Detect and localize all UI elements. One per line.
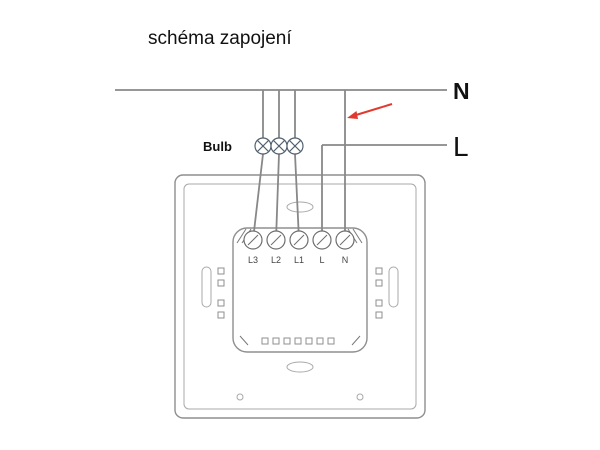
wires <box>252 90 346 241</box>
terminal-label-l3: L3 <box>248 255 258 265</box>
terminal-label-l1: L1 <box>294 255 304 265</box>
bulb-label: Bulb <box>203 139 232 154</box>
module-chamfer-left <box>239 335 249 346</box>
bottom-screw-slot <box>286 361 314 373</box>
vent-square <box>375 279 383 287</box>
vent-square <box>217 311 225 319</box>
load-wire-l1 <box>294 153 300 241</box>
load-wire-l2 <box>275 153 280 241</box>
bulb-icon <box>270 137 288 155</box>
bottom-screw-right <box>356 393 364 401</box>
live-label: L <box>453 131 469 162</box>
module-chamfer-right <box>351 335 361 346</box>
page-title: schéma zapojení <box>148 28 292 49</box>
vent-square <box>375 311 383 319</box>
terminal-label-n: N <box>342 255 349 265</box>
switch-module <box>232 227 368 353</box>
load-wire-l3 <box>252 153 264 241</box>
bottom-screw-left <box>236 393 244 401</box>
terminal-label-l: L <box>319 255 324 265</box>
vent-square <box>217 299 225 307</box>
bulb-icon <box>286 137 304 155</box>
connector-pin <box>327 337 335 345</box>
terminal-label-l2: L2 <box>271 255 281 265</box>
vent-square <box>375 267 383 275</box>
connector-pin <box>316 337 324 345</box>
mounting-slot-right <box>388 266 399 308</box>
vent-square <box>217 267 225 275</box>
neutral-label: N <box>453 78 470 104</box>
switch-inner-frame <box>183 183 417 410</box>
arrow-indicator <box>347 103 393 119</box>
connector-pin <box>283 337 291 345</box>
top-screw-slot <box>286 201 314 213</box>
vent-square <box>375 299 383 307</box>
vent-square <box>217 279 225 287</box>
connector-pin <box>272 337 280 345</box>
switch-body <box>174 174 426 419</box>
connector-pin <box>305 337 313 345</box>
mounting-slot-left <box>201 266 212 308</box>
connector-pin <box>261 337 269 345</box>
terminal-block: L3 L2 L1 L N <box>243 230 355 265</box>
connector-pin <box>294 337 302 345</box>
bulb-icon <box>254 137 272 155</box>
